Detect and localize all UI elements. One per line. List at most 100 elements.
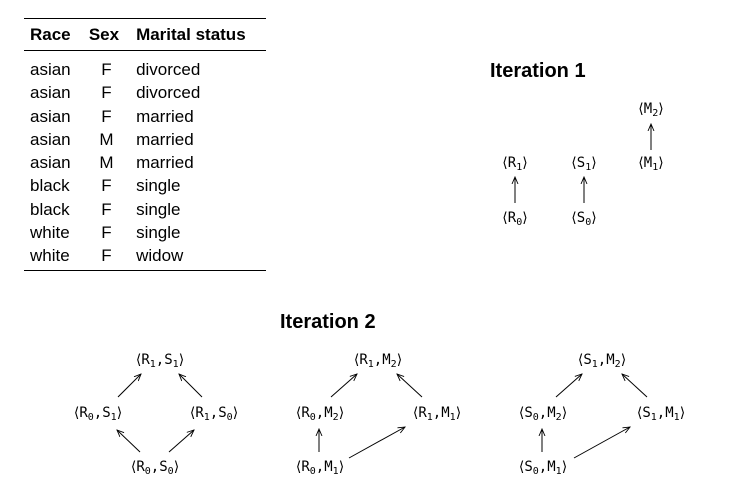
attribute-letter: M: [382, 352, 391, 368]
attribute-letter: R: [507, 210, 517, 226]
generalization-level: 0: [167, 466, 174, 477]
generalization-level: 1: [367, 359, 374, 370]
angle-close: ⟩: [116, 405, 123, 421]
cell-sex: F: [82, 244, 131, 271]
cell-race: asian: [30, 129, 71, 149]
cell-race: white: [24, 244, 83, 271]
table-header-row: Race Sex Marital status: [24, 18, 266, 51]
node-r1-m2: ⟨R1,M2⟩: [354, 352, 403, 370]
angle-open: ⟨: [636, 405, 643, 421]
angle-close: ⟩: [338, 405, 345, 421]
generalization-level: 0: [87, 412, 94, 423]
node-r1-s0: ⟨R1,S0⟩: [190, 405, 238, 423]
node-s1-m1: ⟨S1,M1⟩: [636, 405, 685, 423]
attribute-letter: M: [441, 405, 450, 421]
node-r0-s1: ⟨R0,S1⟩: [74, 405, 123, 423]
angle-open: ⟨: [571, 155, 577, 171]
node-r1-m1: ⟨R1,M1⟩: [412, 405, 462, 423]
attribute-letter: S: [164, 352, 173, 368]
cell-marital-status: single: [136, 176, 181, 196]
node-r1-s1: ⟨R1,S1⟩: [136, 352, 184, 370]
node-r0-m2: ⟨R0,M2⟩: [296, 405, 345, 423]
comma: ,: [150, 459, 160, 475]
angle-close: ⟩: [455, 405, 462, 421]
edge-b-bottom-right: [348, 427, 405, 459]
node-r0: ⟨R0⟩: [502, 210, 528, 228]
attribute-letter: R: [301, 459, 310, 475]
attribute-letter: R: [195, 405, 204, 421]
edge-a-bottom-right: [168, 430, 194, 453]
attribute-letter: R: [136, 459, 145, 475]
attribute-letter: R: [79, 405, 88, 421]
cell-sex: F: [101, 60, 112, 79]
generalization-level: 0: [585, 217, 592, 228]
angle-open: ⟨: [412, 405, 419, 421]
attribute-letter: M: [547, 405, 556, 421]
generalization-level: 1: [650, 412, 657, 423]
angle-close: ⟩: [173, 459, 180, 475]
comma: ,: [315, 405, 325, 421]
cell-sex: F: [101, 223, 112, 243]
angle-open: ⟨: [571, 210, 577, 226]
node-s0-m1: ⟨S0,M1⟩: [518, 459, 568, 477]
angle-close: ⟩: [658, 155, 664, 171]
header-race: Race: [24, 18, 83, 51]
attribute-letter: R: [418, 405, 427, 421]
comma: ,: [597, 352, 607, 368]
cell-race: black: [30, 176, 70, 196]
generalization-level: 1: [516, 162, 523, 173]
generalization-level: 0: [144, 466, 151, 477]
attribute-letter: S: [583, 352, 592, 368]
header-marital-status: Marital status: [130, 18, 266, 51]
cell-marital-status: divorced: [136, 83, 201, 103]
generalization-level: 1: [149, 359, 156, 370]
comma: ,: [373, 352, 383, 368]
node-s1-m2: ⟨S1,M2⟩: [577, 352, 626, 370]
angle-open: ⟨: [502, 155, 508, 171]
cell-race: white: [30, 223, 70, 243]
angle-close: ⟩: [658, 101, 664, 117]
angle-open: ⟨: [502, 210, 508, 226]
generalization-level: 0: [309, 412, 316, 423]
generalization-level: 0: [532, 412, 539, 423]
angle-open: ⟨: [518, 459, 525, 475]
comma: ,: [656, 405, 666, 421]
attribute-letter: S: [159, 459, 168, 475]
cell-race: asian: [30, 153, 71, 173]
attribute-letter: M: [324, 459, 333, 475]
edge-c-left-top: [555, 374, 582, 398]
generalization-level: 1: [110, 412, 117, 423]
generalization-level: 2: [652, 108, 659, 119]
comma: ,: [538, 405, 548, 421]
comma: ,: [209, 405, 219, 421]
edge-b-right-top: [397, 374, 423, 398]
angle-close: ⟩: [522, 210, 528, 226]
angle-open: ⟨: [518, 405, 525, 421]
generalization-level: 1: [203, 412, 210, 423]
generalization-level: 1: [332, 466, 339, 477]
edge-a-right-top: [179, 374, 203, 398]
generalization-level: 2: [614, 359, 621, 370]
cell-race: asian: [30, 106, 71, 126]
generalization-level: 0: [309, 466, 316, 477]
generalization-level: 0: [226, 412, 233, 423]
cell-race: black: [30, 199, 70, 219]
angle-close: ⟩: [561, 459, 568, 475]
cell-marital-status: married: [136, 153, 194, 173]
angle-close: ⟩: [396, 352, 403, 368]
cell-sex: M: [99, 129, 114, 149]
node-m2: ⟨M2⟩: [638, 101, 664, 119]
cell-marital-status: single: [136, 199, 181, 219]
angle-close: ⟩: [591, 210, 597, 226]
attribute-letter: M: [643, 101, 653, 117]
generalization-level: 1: [591, 359, 598, 370]
angle-open: ⟨: [577, 352, 584, 368]
node-r0-m1: ⟨R0,M1⟩: [296, 459, 344, 477]
